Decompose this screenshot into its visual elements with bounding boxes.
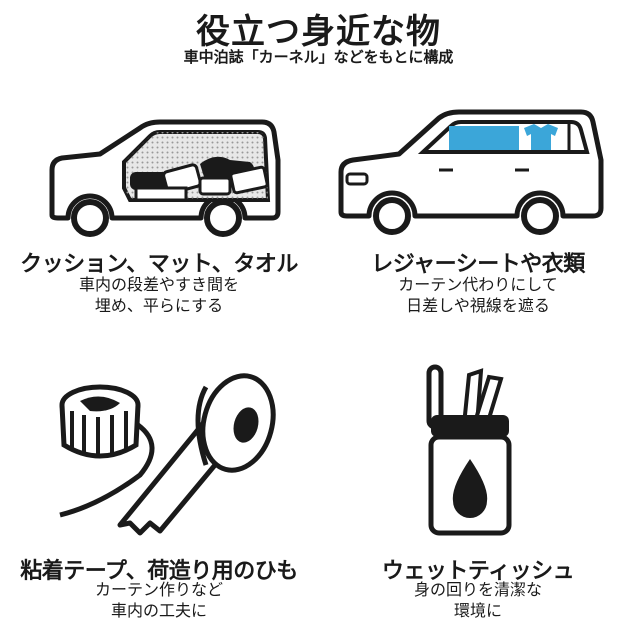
car-interior-cushions-icon bbox=[49, 119, 281, 237]
item-description: カーテン作りなど 車内の工夫に bbox=[0, 579, 318, 621]
panel-wet-tissue: ウェットティッシュ 身の回りを清潔な 環境に bbox=[319, 355, 637, 625]
description-line: 車内の段差やすき間を bbox=[78, 275, 239, 294]
item-heading: レジャーシートや衣類 bbox=[371, 252, 585, 277]
panel-tape: 粘着テープ、荷造り用のひも カーテン作りなど 車内の工夫に bbox=[0, 355, 318, 625]
panel-cushions: クッション、マット、タオル 車内の段差やすき間を 埋め、平らにする bbox=[0, 100, 318, 320]
item-heading: 粘着テープ、荷造り用のひも bbox=[20, 559, 298, 584]
wet-tissue-icon bbox=[426, 364, 512, 536]
page-subtitle: 車中泊誌「カーネル」などをもとに構成 bbox=[183, 48, 454, 66]
description-line: 身の回りを清潔な bbox=[413, 580, 542, 599]
tape-and-rope-icon bbox=[59, 373, 276, 536]
item-heading: クッション、マット、タオル bbox=[20, 252, 298, 277]
description-line: 環境に bbox=[453, 601, 502, 620]
item-description: カーテン代わりにして 日差しや視線を遮る bbox=[319, 274, 637, 316]
item-description: 身の回りを清潔な 環境に bbox=[319, 579, 637, 621]
panel-leisure-sheet: レジャーシートや衣類 カーテン代わりにして 日差しや視線を遮る bbox=[319, 100, 637, 320]
description-line: カーテン代わりにして bbox=[398, 275, 558, 294]
page-title: 役立つ身近な物 bbox=[196, 12, 441, 52]
car-window-cover-icon bbox=[338, 109, 604, 235]
description-line: 日差しや視線を遮る bbox=[406, 296, 550, 315]
description-line: カーテン作りなど bbox=[94, 580, 223, 599]
description-line: 車内の工夫に bbox=[110, 601, 207, 620]
description-line: 埋め、平らにする bbox=[94, 296, 224, 315]
item-heading: ウェットティッシュ bbox=[381, 559, 575, 584]
item-description: 車内の段差やすき間を 埋め、平らにする bbox=[0, 274, 318, 316]
